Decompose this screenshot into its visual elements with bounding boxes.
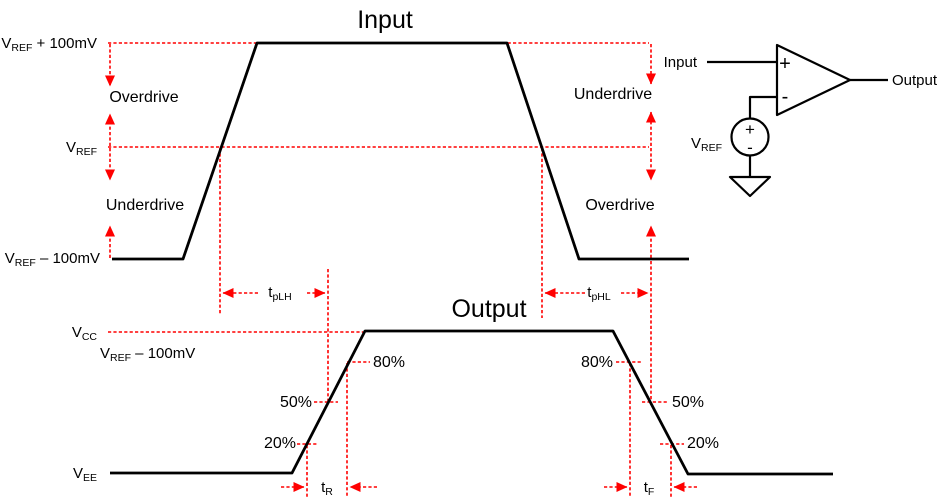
source-plus-icon: + bbox=[745, 120, 755, 139]
fall-50-label: 50% bbox=[672, 394, 704, 411]
tf-label: tF bbox=[644, 479, 655, 498]
underdrive-right-label: Underdrive bbox=[574, 86, 652, 103]
ground-icon bbox=[728, 175, 772, 198]
tphl-label: tpHL bbox=[587, 284, 611, 303]
underdrive-left-label: Underdrive bbox=[106, 197, 184, 214]
opamp-minus-icon: - bbox=[782, 86, 789, 108]
vcc-label: VCC bbox=[72, 324, 98, 343]
output-vref-minus-label: VREF – 100mV bbox=[100, 345, 195, 364]
fall-80-label: 80% bbox=[581, 354, 613, 371]
opamp-plus-icon: + bbox=[779, 53, 791, 75]
vref-label: VREF bbox=[66, 139, 97, 158]
vref-plus-100mv-label: VREF + 100mV bbox=[1, 35, 97, 54]
overdrive-left-label: Overdrive bbox=[109, 89, 178, 106]
output-title: Output bbox=[451, 295, 526, 323]
rise-50-label: 50% bbox=[280, 394, 312, 411]
overdrive-right-label: Overdrive bbox=[585, 197, 654, 214]
circuit-output-label: Output bbox=[892, 72, 938, 89]
circuit-input-label: Input bbox=[664, 54, 698, 71]
tplh-label: tpLH bbox=[268, 284, 291, 303]
comparator-circuit: + - + - Input Output VREF bbox=[664, 43, 938, 198]
vee-label: VEE bbox=[73, 465, 97, 484]
input-title: Input bbox=[357, 6, 413, 34]
inverting-input-wire bbox=[748, 95, 777, 119]
rise-80-label: 80% bbox=[373, 354, 405, 371]
circuit-vref-label: VREF bbox=[691, 135, 722, 154]
tr-label: tR bbox=[321, 479, 333, 498]
red-annotations bbox=[105, 42, 697, 497]
fall-20-label: 20% bbox=[687, 435, 719, 452]
source-minus-icon: - bbox=[747, 138, 753, 157]
vref-minus-100mv-label: VREF – 100mV bbox=[5, 250, 100, 269]
opamp-triangle-icon bbox=[775, 43, 852, 117]
rise-20-label: 20% bbox=[264, 435, 296, 452]
input-waveform bbox=[112, 41, 689, 261]
output-waveform bbox=[110, 329, 833, 476]
